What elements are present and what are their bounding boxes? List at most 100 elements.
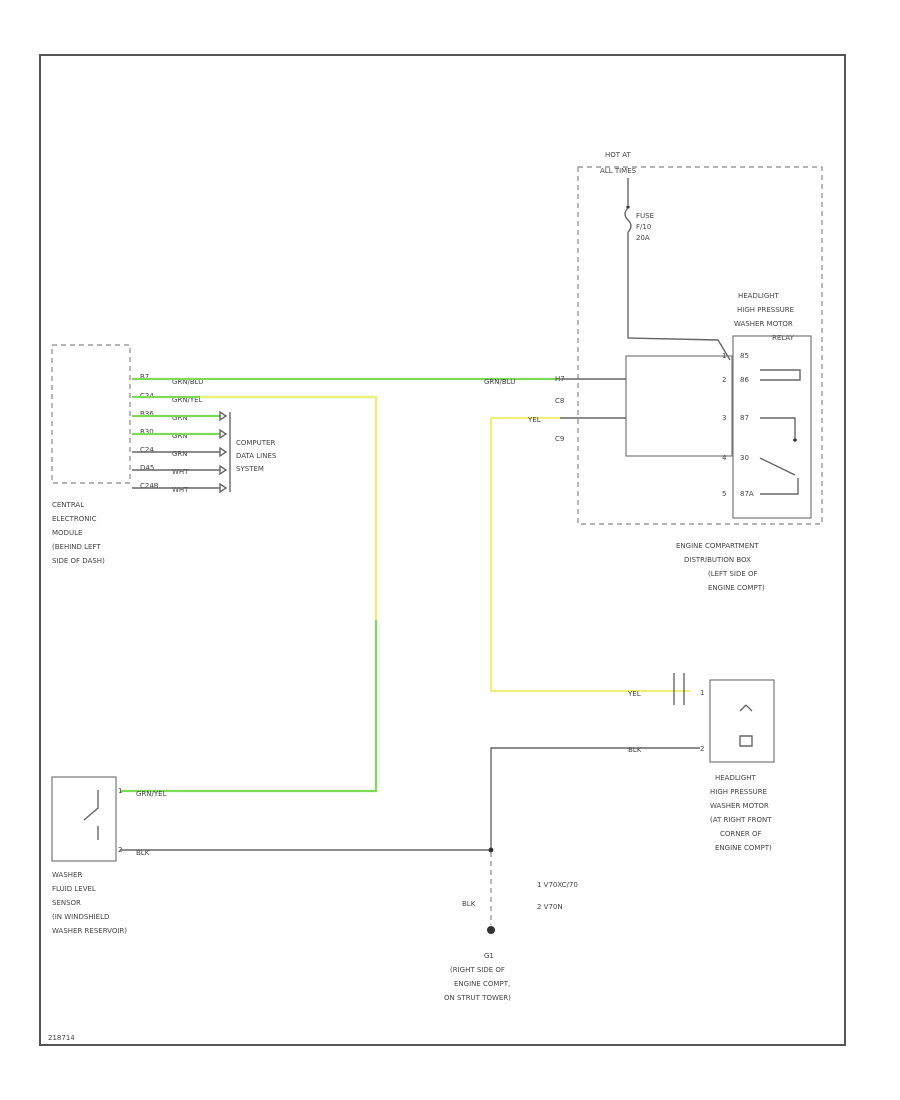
cem-label-3: MODULE [52,529,82,537]
motor-label-3: WASHER MOTOR [710,802,769,810]
cds-label-1: COMPUTER [236,439,275,447]
relay-label-3: WASHER MOTOR [734,320,793,328]
relay-num-3: 3 [722,414,726,422]
relay-pin-86: 86 [740,376,749,384]
cem-pin-6-color: WHT [172,468,189,476]
cem-pin-2-color: GRN/YEL [172,396,203,404]
washer-fluid-sensor-box [51,776,117,862]
sensor-label-2: FLUID LEVEL [52,885,96,893]
dist-pin-b: C8 [555,397,564,405]
fuse-label: FUSE [636,212,654,220]
diagram-frame [39,54,846,1046]
relay-contact-87 [760,417,796,438]
fuse-top-dot [626,205,630,209]
ground-label-3: ENGINE COMPT, [454,980,510,988]
all-times-label: ALL TIMES [600,167,637,175]
sensor-blk: BLK [136,849,150,857]
motor-blk: BLK [628,746,642,754]
relay-coil [760,369,801,381]
sensor-color: GRN/YEL [136,790,167,798]
motor-pin-2: 2 [700,745,704,753]
cem-pin-7: C24B [140,482,159,490]
relay-label-4: RELAY [772,334,795,342]
fuse-amperage: 20A [636,234,650,242]
cem-label-2: ELECTRONIC [52,515,97,523]
cem-pin-4: B30 [140,428,154,436]
sensor-label-1: WASHER [52,871,82,879]
wire-blk-motor [490,747,700,850]
cem-pin-1: B7 [140,373,149,381]
dist-box-label-3: (LEFT SIDE OF [708,570,758,578]
sensor-label-4: (IN WINDSHIELD [52,913,109,921]
motor-pin-1: 1 [700,689,704,697]
data-arrow-3 [219,446,228,458]
wire-yel-motor [489,416,690,693]
fuse-to-relay-wire [627,232,731,361]
relay-num-4: 4 [722,454,727,462]
motor-yel: YEL [627,690,641,698]
cem-label-5: SIDE OF DASH) [52,557,105,565]
relay-box [732,335,812,519]
data-arrow-5 [219,482,228,494]
relay-pin-30: 30 [740,454,749,462]
dist-yel-color: YEL [527,416,541,424]
relay-num-2: 2 [722,376,726,384]
fuse-number: F/10 [636,223,651,231]
sensor-label-3: SENSOR [52,899,81,907]
cds-label-3: SYSTEM [236,465,264,473]
cem-pin-7-color: WHT [172,486,189,494]
cds-label-2: DATA LINES [236,452,277,460]
dist-box-label-4: ENGINE COMPT) [708,584,765,592]
ground-point [487,926,495,934]
central-electronic-module [51,344,131,484]
motor-label-6: ENGINE COMPT) [715,844,772,852]
cem-label-1: CENTRAL [52,501,84,509]
note-1: 1 V70XC/70 [537,881,578,889]
relay-num-1: 1 [722,352,726,360]
data-arrow-2 [219,428,228,440]
cem-pin-5-color: GRN [172,450,188,458]
note-2: 2 V70N [537,903,563,911]
motor-label-1: HEADLIGHT [715,774,757,782]
data-arrow-4 [219,464,228,476]
relay-coil-frame [625,355,733,457]
sensor-pin-1: 1 [118,787,122,795]
wire-grn-yel-tracer [200,395,378,620]
dist-in-color: GRN/BLU [484,378,515,386]
dist-box-label-1: ENGINE COMPARTMENT [676,542,759,550]
sensor-label-5: WASHER RESERVOIR) [52,927,127,935]
relay-label-2: HIGH PRESSURE [737,306,794,314]
relay-pin-87a: 87A [740,490,754,498]
motor-label-5: CORNER OF [720,830,762,838]
relay-label-1: HEADLIGHT [738,292,780,300]
sensor-pin-2: 2 [118,846,122,854]
ground-label-1: G1 [484,952,494,960]
cem-label-4: (BEHIND LEFT [52,543,101,551]
ground-label-4: ON STRUT TOWER) [444,994,511,1002]
motor-label-2: HIGH PRESSURE [710,788,767,796]
data-arrow-1 [219,410,228,422]
cem-pin-6: D45 [140,464,154,472]
fuse-symbol [624,207,632,233]
motor-label-4: (AT RIGHT FRONT [710,816,772,824]
engine-distribution-box [577,166,823,525]
cem-pin-3-color: GRN [172,414,188,422]
ground-label-2: (RIGHT SIDE OF [450,966,505,974]
dist-pin-c: C9 [555,435,564,443]
dist-box-label-2: DISTRIBUTION BOX [684,556,751,564]
relay-switch [759,457,796,476]
cem-pin-5: C24 [140,446,154,454]
relay-contact-dot [793,438,797,442]
relay-num-5: 5 [722,490,726,498]
ground-splice [488,847,494,853]
relay-pin-85: 85 [740,352,749,360]
washer-motor-box [709,679,775,763]
motor-symbol [739,704,753,747]
sensor-switch-symbol [83,790,99,840]
cem-pin-3: B36 [140,410,154,418]
ground-blk: BLK [462,900,476,908]
cem-pin-1-color: GRN/BLU [172,378,203,386]
relay-pin-87: 87 [740,414,749,422]
dist-pin-a: H7 [555,375,565,383]
